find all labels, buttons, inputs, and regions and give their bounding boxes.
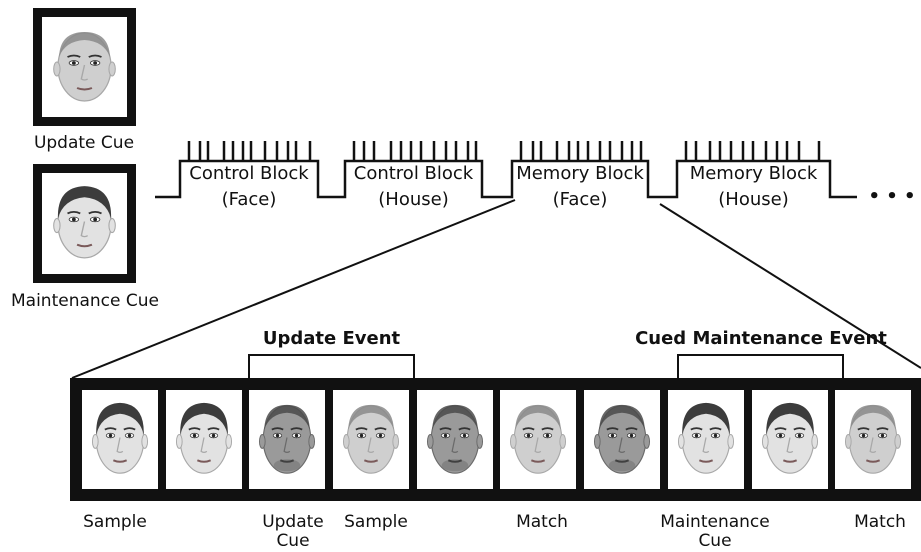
block-title: Control Block	[189, 163, 309, 184]
label-maintenance-cue-line-2: Cue	[698, 531, 732, 551]
maintenance-cue-frame	[33, 164, 136, 283]
update-cue-frame	[33, 8, 136, 126]
continuation-ellipsis: • • •	[868, 186, 916, 207]
sequence-face-image	[593, 404, 651, 474]
block-subtitle: (Face)	[221, 189, 277, 210]
sequence-face-cell	[835, 390, 911, 489]
block-title: Memory Block	[689, 163, 818, 184]
maintenance-cue-label: Maintenance Cue	[11, 291, 159, 311]
sequence-face-cell	[668, 390, 744, 489]
block-memory-house: Memory Block (House)	[677, 161, 830, 213]
block-memory-face: Memory Block (Face)	[512, 161, 648, 213]
sequence-face-image	[258, 404, 316, 474]
block-control-face: Control Block (Face)	[180, 161, 318, 213]
label-sample-1: Sample	[83, 512, 147, 532]
block-title: Memory Block	[516, 163, 644, 184]
label-match-1: Match	[516, 512, 568, 532]
update-event-label: Update Event	[262, 328, 401, 349]
sequence-face-image	[91, 402, 149, 474]
label-update-cue-line-1: Update	[262, 512, 324, 532]
block-subtitle: (House)	[378, 189, 449, 210]
event-brackets	[248, 354, 844, 378]
sequence-face-image	[342, 404, 400, 474]
label-maintenance-cue-line-1: Maintenance	[660, 512, 770, 532]
update-event-bracket	[248, 354, 415, 378]
sequence-face-cell	[752, 390, 828, 489]
block-subtitle: (Face)	[552, 189, 608, 210]
label-update-cue-line-2: Cue	[276, 531, 310, 551]
cued-maintenance-event-label: Cued Maintenance Event	[635, 328, 887, 349]
trial-sequence-strip	[70, 378, 921, 501]
sequence-face-cell	[584, 390, 660, 489]
update-cue-label: Update Cue	[33, 133, 135, 153]
block-title: Control Block	[353, 163, 474, 184]
sequence-face-image	[677, 402, 735, 474]
sequence-face-cell	[333, 390, 409, 489]
sequence-face-cell	[82, 390, 158, 489]
zoom-lines	[71, 199, 921, 379]
sequence-face-image	[175, 402, 233, 474]
sequence-face-image	[509, 404, 567, 474]
sequence-face-image	[761, 402, 819, 474]
sequence-face-cell	[166, 390, 242, 489]
block-control-house: Control Block (House)	[345, 161, 482, 213]
label-sample-2: Sample	[344, 512, 408, 532]
maintenance-cue-face-image	[53, 186, 116, 259]
update-cue-face-image	[53, 32, 116, 102]
sequence-face-cell	[500, 390, 576, 489]
trial-ticks	[187, 141, 821, 161]
sequence-face-cell	[417, 390, 493, 489]
cued-maintenance-event-bracket	[677, 354, 844, 378]
sequence-face-image	[426, 404, 484, 474]
sequence-face-image	[844, 404, 902, 474]
block-subtitle: (House)	[718, 189, 789, 210]
sequence-face-cell	[249, 390, 325, 489]
label-match-2: Match	[854, 512, 906, 532]
